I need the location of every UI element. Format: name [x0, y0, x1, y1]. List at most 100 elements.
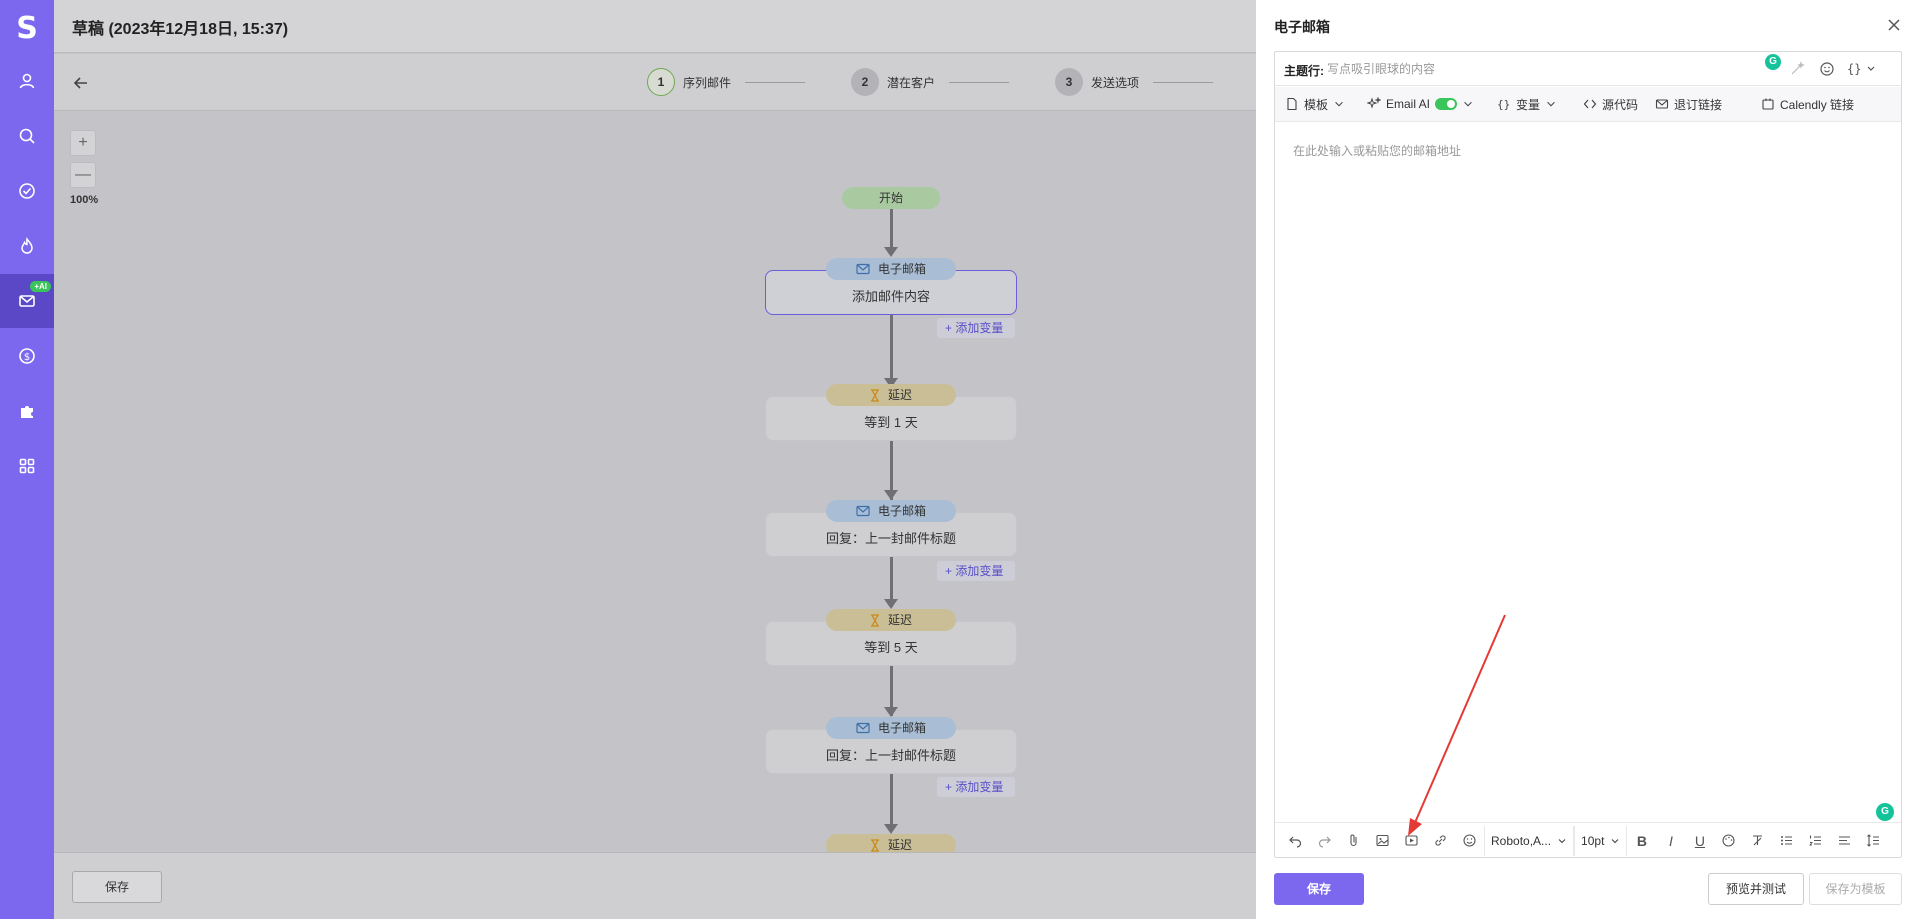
nav-integrations[interactable] [0, 384, 54, 438]
chevron-down-icon [1612, 838, 1619, 843]
subject-label: 主题行: [1284, 64, 1324, 78]
grammarly-icon[interactable]: G [1876, 803, 1894, 821]
grid-icon [19, 458, 35, 474]
mail-icon [1655, 99, 1669, 109]
template-menu[interactable]: 模板 [1285, 87, 1345, 121]
source-code-button[interactable]: 源代码 [1583, 87, 1638, 121]
calendly-link-button[interactable]: Calendly 链接 [1761, 87, 1854, 121]
emoji-icon[interactable] [1455, 826, 1484, 856]
source-code-label: 源代码 [1602, 97, 1639, 112]
flow-connector [890, 314, 893, 378]
video-icon[interactable] [1397, 826, 1426, 856]
align-icon[interactable] [1830, 826, 1859, 856]
mail-icon [19, 295, 35, 307]
email-ai-label: Email AI [1386, 97, 1431, 111]
zoom-controls: + — 100% [70, 130, 98, 206]
step-1[interactable]: 1 序列邮件 [647, 68, 806, 96]
calendly-label: Calendly 链接 [1780, 97, 1855, 112]
node-tag-label: 电子邮箱 [877, 721, 926, 735]
search-icon [19, 128, 35, 144]
clear-format-icon[interactable] [1743, 826, 1772, 856]
add-variable-link[interactable]: + 添加变量 [937, 777, 1015, 797]
nav-contacts[interactable] [0, 54, 54, 108]
node-tag-email: 电子邮箱 [826, 258, 956, 280]
email-ai-toggle[interactable] [1435, 98, 1458, 110]
italic-icon[interactable]: I [1668, 832, 1673, 849]
calendar-icon [1762, 98, 1774, 110]
save-as-template-button[interactable]: 保存为模板 [1809, 873, 1902, 905]
grammarly-icon[interactable]: G [1765, 54, 1781, 70]
step-number: 2 [851, 68, 879, 96]
redo-icon[interactable] [1310, 826, 1339, 856]
emoji-icon[interactable] [1819, 61, 1835, 77]
node-tag-delay: 延迟 [826, 384, 956, 406]
node-text: 回复：上一封邮件标题 [825, 531, 956, 546]
flow-node-email[interactable]: 回复：上一封邮件标题 [765, 512, 1017, 557]
subject-row: 主题行: G {} [1275, 52, 1901, 86]
bold-icon[interactable]: B [1636, 832, 1647, 849]
nav-apps[interactable] [0, 439, 54, 493]
subject-input[interactable] [1327, 59, 1767, 79]
footer-bar: 保存 [54, 852, 1256, 919]
variables-menu[interactable]: {} 变量 [1497, 87, 1557, 121]
text-color-icon[interactable] [1714, 826, 1743, 856]
attachment-icon[interactable] [1339, 826, 1368, 856]
flow-connector [890, 666, 893, 716]
node-tag-label: 延迟 [887, 388, 912, 402]
code-icon [1583, 99, 1597, 109]
back-arrow-icon[interactable] [70, 72, 92, 94]
hourglass-icon [870, 388, 879, 402]
add-variable-link[interactable]: + 添加变量 [937, 561, 1015, 581]
add-variable-link[interactable]: + 添加变量 [937, 318, 1015, 338]
email-body-editor[interactable]: 在此处输入或粘贴您的邮箱地址 [1293, 144, 1462, 158]
link-icon[interactable] [1426, 826, 1455, 856]
close-icon[interactable] [1886, 17, 1902, 33]
font-family-value: Roboto,A... [1491, 833, 1552, 848]
nav-email[interactable]: +AI [0, 274, 54, 328]
app-logo[interactable]: S [16, 10, 38, 46]
email-editor-panel: 电子邮箱 主题行: G {} 模板 Email AI {} [1256, 0, 1920, 919]
step-3[interactable]: 3 发送选项 [1055, 68, 1214, 96]
email-ai-menu[interactable]: Email AI [1367, 87, 1474, 121]
font-size-value: 10pt [1581, 833, 1605, 848]
variable-dropdown-icon[interactable]: {} [1847, 61, 1877, 77]
flow-arrow [884, 599, 898, 609]
nav-tasks[interactable] [0, 164, 54, 218]
zoom-level: 100% [70, 194, 99, 206]
nav-billing[interactable]: $ [0, 329, 54, 383]
bullet-list-icon[interactable] [1772, 826, 1801, 856]
numbered-list-icon[interactable] [1801, 826, 1830, 856]
header-bar: 草稿 (2023年12月18日, 15:37) [54, 0, 1256, 53]
line-height-icon[interactable] [1859, 826, 1888, 856]
node-tag-label: 电子邮箱 [877, 504, 926, 518]
save-button[interactable]: 保存 [72, 871, 162, 903]
svg-text:$: $ [24, 352, 30, 363]
magic-wand-icon[interactable] [1789, 61, 1805, 77]
font-size-select[interactable]: 10pt [1574, 825, 1628, 856]
panel-title: 电子邮箱 [1274, 19, 1330, 35]
step-number: 3 [1055, 68, 1083, 96]
zoom-in-button[interactable]: + [70, 130, 96, 156]
step-2[interactable]: 2 潜在客户 [851, 68, 1010, 96]
svg-text:{}: {} [1497, 98, 1510, 111]
save-email-button[interactable]: 保存 [1274, 873, 1364, 905]
underline-icon[interactable]: U [1694, 832, 1705, 849]
zoom-out-button[interactable]: — [70, 162, 96, 188]
step-divider [949, 81, 1010, 83]
nav-leads[interactable] [0, 219, 54, 273]
unsubscribe-link-button[interactable]: 退订链接 [1655, 87, 1722, 121]
font-family-select[interactable]: Roboto,A... [1484, 825, 1575, 856]
undo-icon[interactable] [1281, 826, 1310, 856]
nav-search[interactable] [0, 109, 54, 163]
chevron-down-icon [1547, 101, 1555, 107]
node-text: 回复：上一封邮件标题 [825, 748, 956, 763]
preview-test-button[interactable]: 预览并测试 [1708, 873, 1804, 905]
flow-arrow [884, 707, 898, 717]
image-icon[interactable] [1368, 826, 1397, 856]
email-editor: 主题行: G {} 模板 Email AI {} 变量 [1274, 51, 1902, 858]
step-divider [745, 81, 806, 83]
flow-connector [890, 557, 893, 607]
node-tag-label: 延迟 [887, 613, 912, 627]
step-label: 序列邮件 [683, 75, 732, 90]
sidebar: S +AI $ [0, 0, 54, 919]
